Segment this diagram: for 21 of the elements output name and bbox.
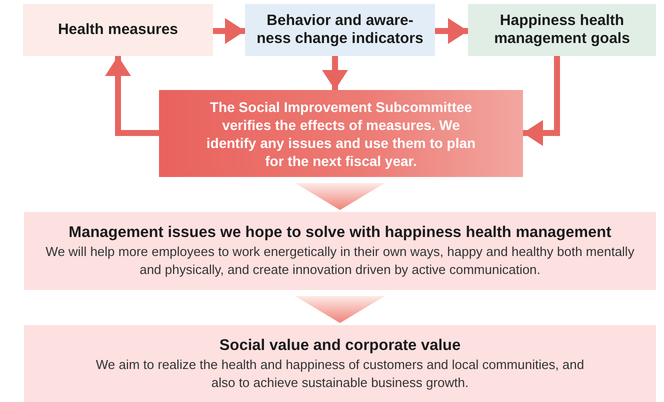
node-label: The Social Improvement Subcommittee verifies the effects of measures. We identify any issues and use them to plan for the next fiscal year.	[205, 98, 477, 170]
node-label: Happiness health management goals	[493, 12, 631, 48]
panel-text: We aim to realize the health and happiness of customers and local communities, and also to achieve sustainable business growth.	[94, 356, 586, 392]
chevron-arrow	[295, 183, 385, 210]
node-label: Behavior and aware- ness change indicators	[256, 12, 424, 48]
arrow	[435, 18, 468, 44]
arrow	[105, 56, 159, 136]
panel-heading: Social value and corporate value	[219, 336, 461, 356]
info-panel	[24, 212, 656, 290]
arrow	[322, 56, 348, 90]
node-label: Health measures	[58, 21, 178, 39]
panel-text: We will help more employees to work energetically in their own ways, happy and healthy both mentally and physically, and create innovation driven by active communication.	[44, 243, 636, 279]
process-box	[159, 90, 523, 177]
process-box	[245, 4, 435, 56]
arrow	[213, 18, 245, 44]
panel-heading: Management issues we hope to solve with happiness health management	[68, 223, 612, 243]
info-panel	[24, 325, 656, 402]
process-box	[23, 4, 213, 56]
process-box	[468, 4, 656, 56]
chevron-arrow	[295, 296, 385, 323]
arrow	[523, 56, 560, 146]
